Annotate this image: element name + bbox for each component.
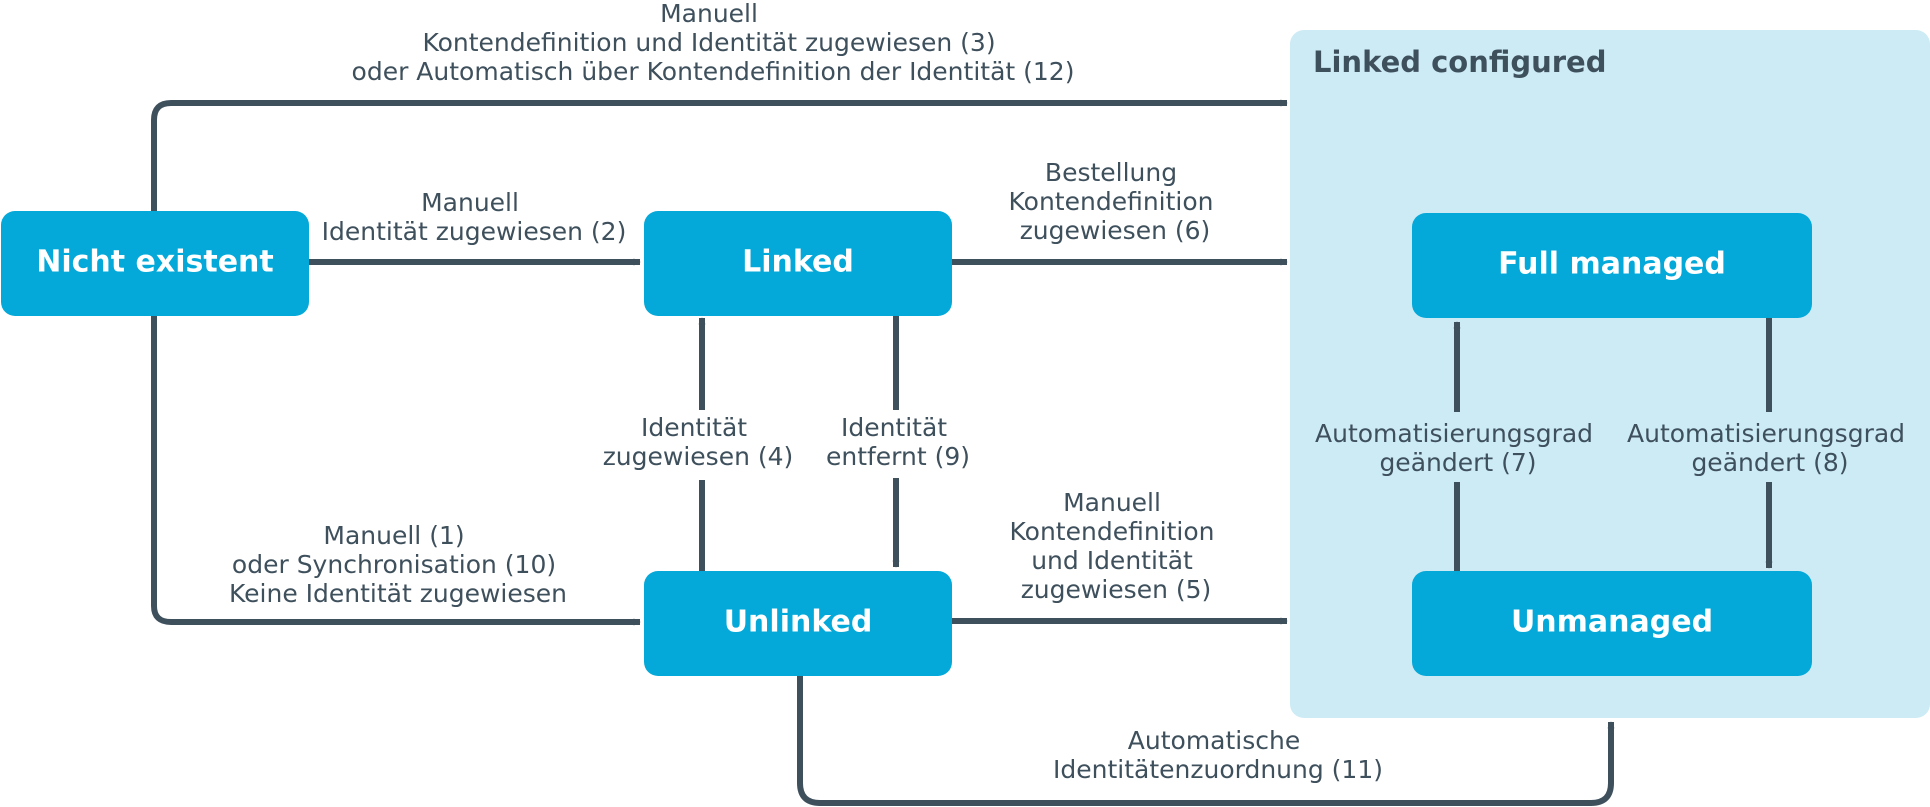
edge-1-connector	[151, 316, 641, 626]
node-unmanaged-label: Unmanaged	[1511, 605, 1713, 640]
edge-1-label-line: Keine Identität zugewiesen	[229, 579, 567, 608]
edge-8-label: Automatisierungsgrad geändert (8)	[1627, 419, 1913, 477]
edge-11-label-line: Automatische	[1128, 726, 1300, 755]
edge-3-label-line: Manuell	[660, 0, 758, 28]
edge-2-label-line: Identität zugewiesen (2)	[322, 217, 627, 246]
node-unlinked-label: Unlinked	[724, 605, 873, 640]
edge-11-connector	[797, 676, 1615, 806]
edge-3-label: Manuell Kontendefinition und Identität z…	[352, 0, 1075, 86]
edge-7-label-line: geändert (7)	[1379, 448, 1536, 477]
node-nicht-existent: Nicht existent	[1, 211, 309, 316]
node-linked: Linked	[644, 211, 952, 316]
edge-4-label-line: Identität	[641, 413, 747, 442]
edge-8-label-line: geändert (8)	[1691, 448, 1848, 477]
edge-1-label: Manuell (1) oder Synchronisation (10) Ke…	[229, 521, 567, 608]
edge-3-connector	[151, 99, 1288, 211]
edge-3-label-line: oder Automatisch über Kontendefinition d…	[352, 57, 1075, 86]
edge-1-label-line: oder Synchronisation (10)	[232, 550, 556, 579]
edge-9-label: Identität entfernt (9)	[826, 413, 970, 471]
edge-3-label-line: Kontendefinition und Identität zugewiese…	[422, 28, 995, 57]
edge-4-label: Identität zugewiesen (4)	[603, 413, 794, 471]
edge-1-label-line: Manuell (1)	[323, 521, 464, 550]
edge-6-label: Bestellung Kontendefinition zugewiesen (…	[1009, 158, 1222, 245]
edge-2-label-line: Manuell	[421, 188, 519, 217]
edge-9-label-line: entfernt (9)	[826, 442, 970, 471]
edge-11-label: Automatische Identitätenzuordnung (11)	[1053, 726, 1383, 784]
edge-5-label: Manuell Kontendefinition und Identität z…	[1010, 488, 1223, 604]
edge-11-label-line: Identitätenzuordnung (11)	[1053, 755, 1383, 784]
node-linked-label: Linked	[742, 245, 854, 280]
edge-6-label-line: Kontendefinition	[1009, 187, 1214, 216]
edge-9-label-line: Identität	[841, 413, 947, 442]
linked-configured-title: Linked configured	[1313, 45, 1606, 79]
edge-6-label-line: zugewiesen (6)	[1020, 216, 1211, 245]
edge-4-label-line: zugewiesen (4)	[603, 442, 794, 471]
edge-8-label-line: Automatisierungsgrad	[1627, 419, 1905, 448]
edge-5-label-line: Manuell	[1063, 488, 1161, 517]
edge-5-label-line: und Identität	[1031, 546, 1193, 575]
node-unmanaged: Unmanaged	[1412, 571, 1812, 676]
edge-5-label-line: zugewiesen (5)	[1021, 575, 1212, 604]
edge-5-label-line: Kontendefinition	[1010, 517, 1215, 546]
node-nicht-existent-label: Nicht existent	[36, 245, 274, 280]
edge-6-label-line: Bestellung	[1045, 158, 1177, 187]
node-unlinked: Unlinked	[644, 571, 952, 676]
node-full-managed-label: Full managed	[1498, 247, 1726, 282]
node-full-managed: Full managed	[1412, 213, 1812, 318]
edge-7-label-line: Automatisierungsgrad	[1315, 419, 1593, 448]
edge-7-label: Automatisierungsgrad geändert (7)	[1315, 419, 1601, 477]
edge-2-label: Manuell Identität zugewiesen (2)	[322, 188, 627, 246]
